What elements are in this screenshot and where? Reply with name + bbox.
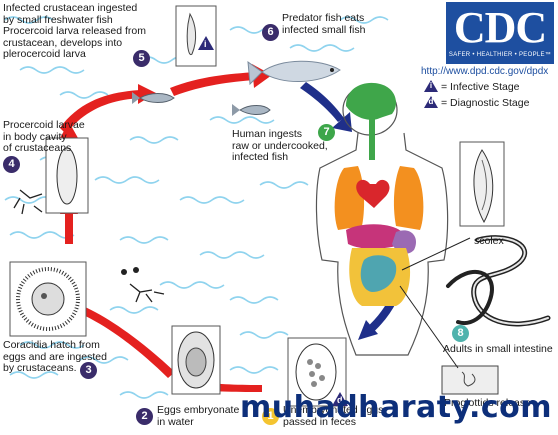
copepods	[121, 267, 165, 303]
stage-4-number: 4	[3, 156, 20, 173]
scolex-label: scolex	[474, 235, 504, 247]
liver	[346, 224, 402, 249]
lung-right	[393, 166, 424, 230]
legend-diagnostic-text: = Diagnostic Stage	[441, 97, 530, 109]
water-waves	[4, 16, 389, 399]
stage-triangles	[198, 36, 348, 406]
heart	[356, 179, 390, 208]
legend-diagnostic: d= Diagnostic Stage	[424, 96, 529, 109]
diagnostic-stage-icon: d	[424, 96, 438, 108]
brain	[346, 82, 396, 120]
small-fish	[132, 92, 175, 104]
small-intestine	[360, 255, 397, 292]
stage-8-label: Adults in small intestine	[443, 343, 553, 355]
legend-infective: i= Infective Stage	[424, 80, 520, 93]
lung-left	[334, 166, 365, 230]
plerocercoid-panel	[175, 5, 217, 67]
stage-1-number: 1	[262, 408, 279, 425]
proglottids-label: Proglottids release	[444, 397, 531, 409]
stomach	[392, 230, 416, 254]
small-fish-2	[232, 104, 271, 116]
pointer-lines	[399, 237, 471, 369]
coracidium-panel	[9, 261, 87, 337]
stage-5-infective-marker: i	[204, 39, 207, 49]
stage-6-number: 6	[262, 24, 279, 41]
cdc-logo-letters: CDC	[453, 3, 547, 52]
site-watermark: muhadharaty.com	[239, 390, 552, 425]
predator-fish	[247, 60, 341, 86]
stage-1-diagnostic-marker: d	[337, 395, 343, 405]
legend-infective-text: = Infective Stage	[441, 81, 520, 93]
cdc-logo: CDC SAFER • HEALTHIER • PEOPLE™	[446, 2, 554, 64]
infective-stage-icon: i	[424, 80, 438, 92]
scolex-panel	[459, 141, 505, 227]
embryonated-egg-panel	[171, 325, 221, 395]
stage-2-number: 2	[136, 408, 153, 425]
adult-worm	[446, 235, 551, 327]
cdc-logo-tagline: SAFER • HEALTHIER • PEOPLE™	[448, 52, 552, 58]
proglottid-panel	[441, 365, 499, 395]
unembryonated-egg-panel	[287, 337, 347, 407]
procercoid-panel	[13, 137, 89, 215]
stage-7-number: 7	[318, 124, 335, 141]
stage-3-number: 3	[80, 362, 97, 379]
stage-5-number: 5	[133, 50, 150, 67]
source-url[interactable]: http://www.dpd.cdc.gov/dpdx	[421, 66, 549, 77]
stage-8-number: 8	[452, 325, 469, 342]
